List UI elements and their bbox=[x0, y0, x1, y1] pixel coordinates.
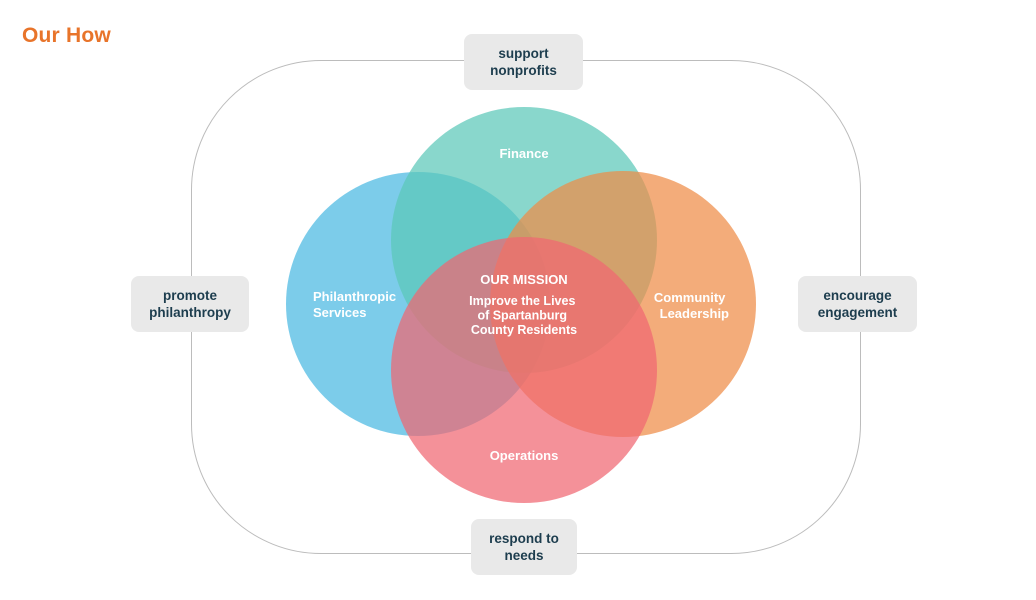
mission-title: OUR MISSION bbox=[480, 272, 567, 287]
operations-label: Operations bbox=[490, 448, 559, 463]
support-nonprofits-pill: support nonprofits bbox=[464, 34, 583, 90]
operations-circle bbox=[391, 237, 657, 503]
philanthropic-label: Philanthropic Services bbox=[313, 289, 400, 320]
promote-philanthropy-pill: promote philanthropy bbox=[131, 276, 249, 332]
respond-to-needs-pill: respond to needs bbox=[471, 519, 577, 575]
page-title: Our How bbox=[22, 24, 111, 47]
finance-label: Finance bbox=[499, 146, 548, 161]
community-label: Community Leadership bbox=[654, 290, 729, 321]
encourage-engagement-pill: encourage engagement bbox=[798, 276, 917, 332]
mission-statement: Improve the Lives of Spartanburg County … bbox=[469, 294, 579, 337]
